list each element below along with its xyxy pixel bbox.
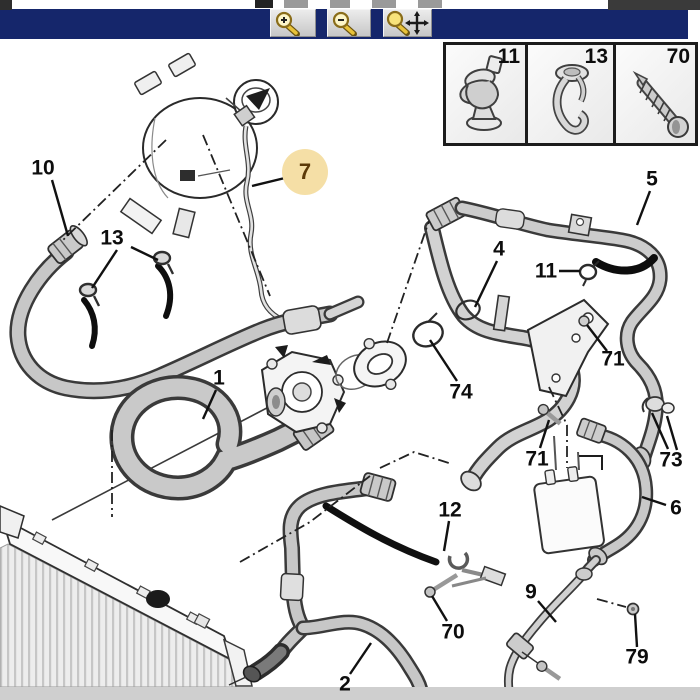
chrome-fragment: [284, 0, 308, 8]
panel-part-number: 13: [584, 45, 608, 68]
callout-13[interactable]: 13: [100, 226, 124, 250]
callout-11[interactable]: 11: [534, 259, 558, 283]
radiator: [0, 505, 253, 688]
panel-part-number: 70: [666, 45, 690, 68]
callout-1[interactable]: 1: [213, 366, 225, 390]
panel-cell-clamp[interactable]: 11: [446, 45, 525, 143]
bracket-12: [424, 551, 507, 598]
chrome-fragment: [372, 0, 396, 8]
left-radiator-hose: [9, 225, 365, 400]
connector-73: [641, 396, 675, 414]
callout-4[interactable]: 4: [493, 237, 505, 261]
return-pipe: [503, 567, 640, 695]
hose-clamp-icon: [459, 55, 504, 131]
callout-73[interactable]: 73: [659, 448, 683, 472]
construction-lines: [61, 134, 627, 608]
callout-71a[interactable]: 71: [601, 347, 625, 371]
callout-74[interactable]: 74: [449, 380, 473, 404]
chrome-fragment: [608, 0, 700, 10]
zoom-out-button[interactable]: [327, 9, 371, 37]
screw-icon: [632, 70, 689, 138]
panel-cell-screw[interactable]: 70: [613, 45, 695, 143]
callout-12[interactable]: 12: [438, 498, 462, 522]
magnifier-plus-icon: [275, 11, 300, 36]
callout-7-highlighted[interactable]: 7: [282, 149, 328, 195]
callout-9[interactable]: 9: [525, 580, 537, 604]
reservoir-box: [533, 435, 605, 555]
screw-70: [424, 573, 459, 598]
bypass-loop-hose: [109, 375, 327, 501]
lower-hose: [228, 472, 440, 698]
spring-clip-icon: [552, 64, 589, 135]
window-corner-fragment: [0, 0, 12, 10]
zoom-in-button[interactable]: [270, 9, 316, 37]
callout-70[interactable]: 70: [441, 620, 465, 644]
clip-11: [578, 263, 598, 281]
expansion-tank: [119, 52, 279, 239]
clip-11-tabs: [582, 260, 600, 287]
flange-gasket: [335, 312, 444, 391]
panel-part-number: 11: [497, 45, 520, 68]
panel-cell-clip[interactable]: 13: [525, 45, 613, 143]
zoom-pan-button[interactable]: [383, 9, 432, 37]
magnifier-move-icon: [386, 10, 429, 36]
overflow-hose: [225, 97, 285, 323]
nut-71a: [578, 315, 590, 327]
callout-2[interactable]: 2: [339, 672, 351, 696]
bottom-crop-strip: [0, 687, 700, 700]
callout-5[interactable]: 5: [646, 167, 658, 191]
bolt-71b: [537, 403, 562, 426]
axis-line: [51, 397, 287, 521]
chrome-fragment: [255, 0, 273, 8]
magnifier-minus-icon: [332, 11, 357, 36]
callout-71b[interactable]: 71: [525, 447, 549, 471]
chrome-fragment: [418, 0, 442, 8]
water-pump: [260, 345, 346, 451]
callout-10[interactable]: 10: [31, 156, 55, 180]
screw-small: [536, 660, 562, 681]
callout-79[interactable]: 79: [625, 645, 649, 669]
small-parts-panel: 11 13: [443, 42, 698, 146]
dark-hose-section: [322, 502, 440, 566]
chrome-fragment: [330, 0, 350, 8]
callout-6[interactable]: 6: [670, 496, 682, 520]
outlet-pipe-assembly: [424, 196, 610, 492]
